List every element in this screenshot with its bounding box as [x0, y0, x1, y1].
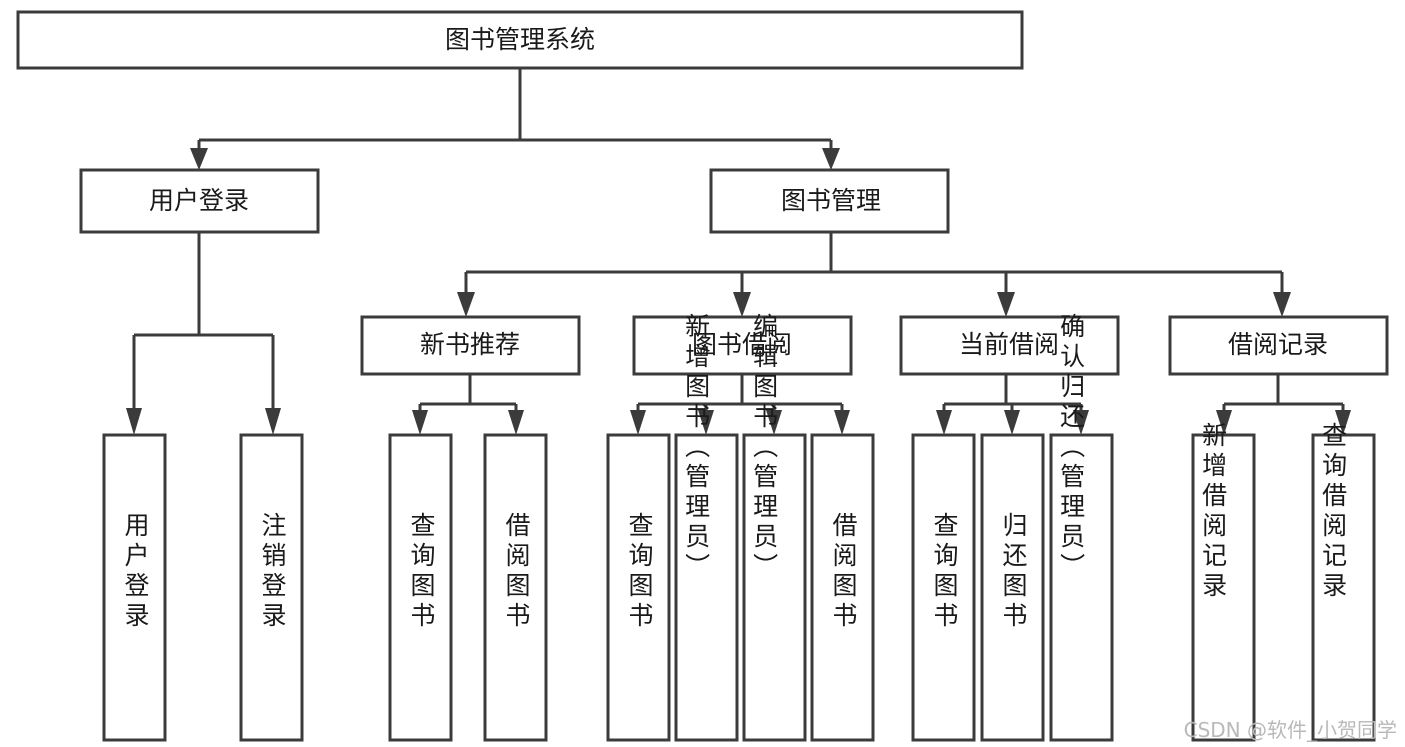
arrowhead-cb-leaf-3 — [1073, 410, 1089, 435]
leaf-br-query-record-box[interactable] — [1311, 433, 1376, 742]
leaf-nbr-borrow-books-label: 借阅图书 — [502, 512, 531, 632]
leaf-cb-return-books-box[interactable] — [980, 433, 1045, 742]
node-root-library-system[interactable]: 图书管理系统 — [16, 10, 1024, 70]
leaf-bb-query-books-label: 查询图书 — [625, 512, 654, 632]
node-new-book-recommend-label: 新书推荐 — [420, 330, 520, 359]
arrowhead-current-borrow — [997, 292, 1015, 317]
leaf-user-login-label: 用户登录 — [121, 512, 150, 632]
node-book-borrow-box[interactable] — [632, 315, 853, 376]
node-user-login-label: 用户登录 — [149, 186, 249, 215]
leaf-bb-borrow-books-box[interactable] — [810, 433, 875, 742]
leaf-node-bb-query-books[interactable]: 查询图书 — [606, 433, 671, 742]
leaf-bb-add-book-admin-box[interactable] — [674, 433, 739, 742]
leaf-logout-box[interactable] — [239, 433, 304, 742]
leaf-node-cb-query-books[interactable]: 查询图书 — [911, 433, 976, 742]
leaf-node-br-query-record[interactable]: 查询借阅记录 — [1311, 422, 1376, 742]
arrowhead-nbr-leaf-2 — [508, 410, 524, 435]
arrowhead-cb-leaf-2 — [1004, 410, 1020, 435]
arrowhead-bb-leaf-4 — [834, 410, 850, 435]
node-user-login-box[interactable] — [79, 168, 320, 234]
node-book-borrow-label: 图书借阅 — [692, 330, 792, 359]
leaf-node-user-login-action[interactable]: 用户登录 — [102, 433, 167, 742]
leaf-node-nbr-borrow-books[interactable]: 借阅图书 — [483, 433, 548, 742]
leaf-cb-confirm-return-admin-box[interactable] — [1049, 433, 1114, 742]
leaf-nbr-borrow-books-box[interactable] — [483, 433, 548, 742]
connectors-current-borrow-to-leaves — [936, 374, 1089, 435]
node-current-borrow[interactable]: 当前借阅 — [899, 315, 1120, 376]
leaf-br-add-record-box[interactable] — [1191, 433, 1256, 742]
leaf-cb-query-books-label: 查询图书 — [930, 512, 959, 632]
arrowhead-new-book-recommend — [457, 292, 475, 317]
leaf-cb-return-books-label: 归还图书 — [999, 512, 1028, 632]
leaf-bb-edit-book-admin-box[interactable] — [742, 433, 807, 742]
node-book-management-box[interactable] — [709, 168, 950, 234]
node-book-management[interactable]: 图书管理 — [709, 168, 950, 234]
leaf-bb-add-book-admin-label: 新增图书（管理员） — [682, 313, 711, 583]
arrowhead-bb-leaf-2 — [698, 410, 714, 435]
node-borrow-record[interactable]: 借阅记录 — [1168, 315, 1389, 376]
arrowhead-leaf-user-login — [126, 408, 142, 435]
leaf-node-logout[interactable]: 注销登录 — [239, 433, 304, 742]
arrowhead-nbr-leaf-1 — [412, 410, 428, 435]
leaf-bb-borrow-books-label: 借阅图书 — [829, 512, 858, 632]
arrowhead-br-leaf-1 — [1216, 410, 1232, 435]
leaf-node-cb-return-books[interactable]: 归还图书 — [980, 433, 1045, 742]
node-borrow-record-box[interactable] — [1168, 315, 1389, 376]
leaf-node-bb-borrow-books[interactable]: 借阅图书 — [810, 433, 875, 742]
arrowhead-br-leaf-2 — [1335, 410, 1351, 435]
node-current-borrow-label: 当前借阅 — [959, 330, 1059, 359]
arrowhead-bb-leaf-1 — [630, 410, 646, 435]
leaf-bb-query-books-box[interactable] — [606, 433, 671, 742]
node-book-management-label: 图书管理 — [781, 186, 881, 215]
node-user-login[interactable]: 用户登录 — [79, 168, 320, 234]
arrowhead-cb-leaf-1 — [936, 410, 952, 435]
connectors-book-borrow-to-leaves — [630, 374, 850, 435]
leaf-node-bb-add-book-admin[interactable]: 新增图书（管理员） — [674, 313, 739, 742]
leaf-nbr-query-books-label: 查询图书 — [407, 512, 436, 632]
leaf-cb-query-books-box[interactable] — [911, 433, 976, 742]
node-current-borrow-box[interactable] — [899, 315, 1120, 376]
connectors-root-to-level2 — [190, 68, 840, 170]
connectors-book-manage-to-level3 — [457, 232, 1291, 317]
arrowhead-leaf-logout — [265, 408, 281, 435]
connectors-borrow-record-to-leaves — [1216, 374, 1351, 435]
leaf-nbr-query-books-box[interactable] — [388, 433, 453, 742]
leaf-cb-confirm-return-admin-label: 确认归还（管理员） — [1057, 313, 1086, 583]
arrowhead-book-manage — [822, 148, 840, 170]
node-new-book-recommend[interactable]: 新书推荐 — [360, 315, 581, 376]
node-book-borrow[interactable]: 图书借阅 — [632, 315, 853, 376]
leaf-node-cb-confirm-return-admin[interactable]: 确认归还（管理员） — [1049, 313, 1114, 742]
node-root-box[interactable] — [16, 10, 1024, 70]
connectors-user-login-to-leaves — [126, 232, 281, 435]
leaf-br-query-record-label: 查询借阅记录 — [1319, 422, 1348, 602]
leaf-user-login-box[interactable] — [102, 433, 167, 742]
arrowhead-borrow-record — [1273, 292, 1291, 317]
node-root-label: 图书管理系统 — [445, 25, 595, 54]
leaf-node-nbr-query-books[interactable]: 查询图书 — [388, 433, 453, 742]
leaf-node-bb-edit-book-admin[interactable]: 编辑图书（管理员） — [742, 313, 807, 742]
node-borrow-record-label: 借阅记录 — [1228, 330, 1328, 359]
leaf-logout-label: 注销登录 — [258, 512, 287, 632]
arrowhead-bb-leaf-3 — [766, 410, 782, 435]
node-new-book-recommend-box[interactable] — [360, 315, 581, 376]
connectors-new-book-recommend-to-leaves — [412, 374, 524, 435]
arrowhead-user-login — [190, 148, 208, 170]
leaf-br-add-record-label: 新增借阅记录 — [1199, 422, 1228, 602]
leaf-bb-edit-book-admin-label: 编辑图书（管理员） — [750, 313, 779, 583]
arrowhead-book-borrow — [733, 292, 751, 317]
leaf-node-br-add-record[interactable]: 新增借阅记录 — [1191, 422, 1256, 742]
